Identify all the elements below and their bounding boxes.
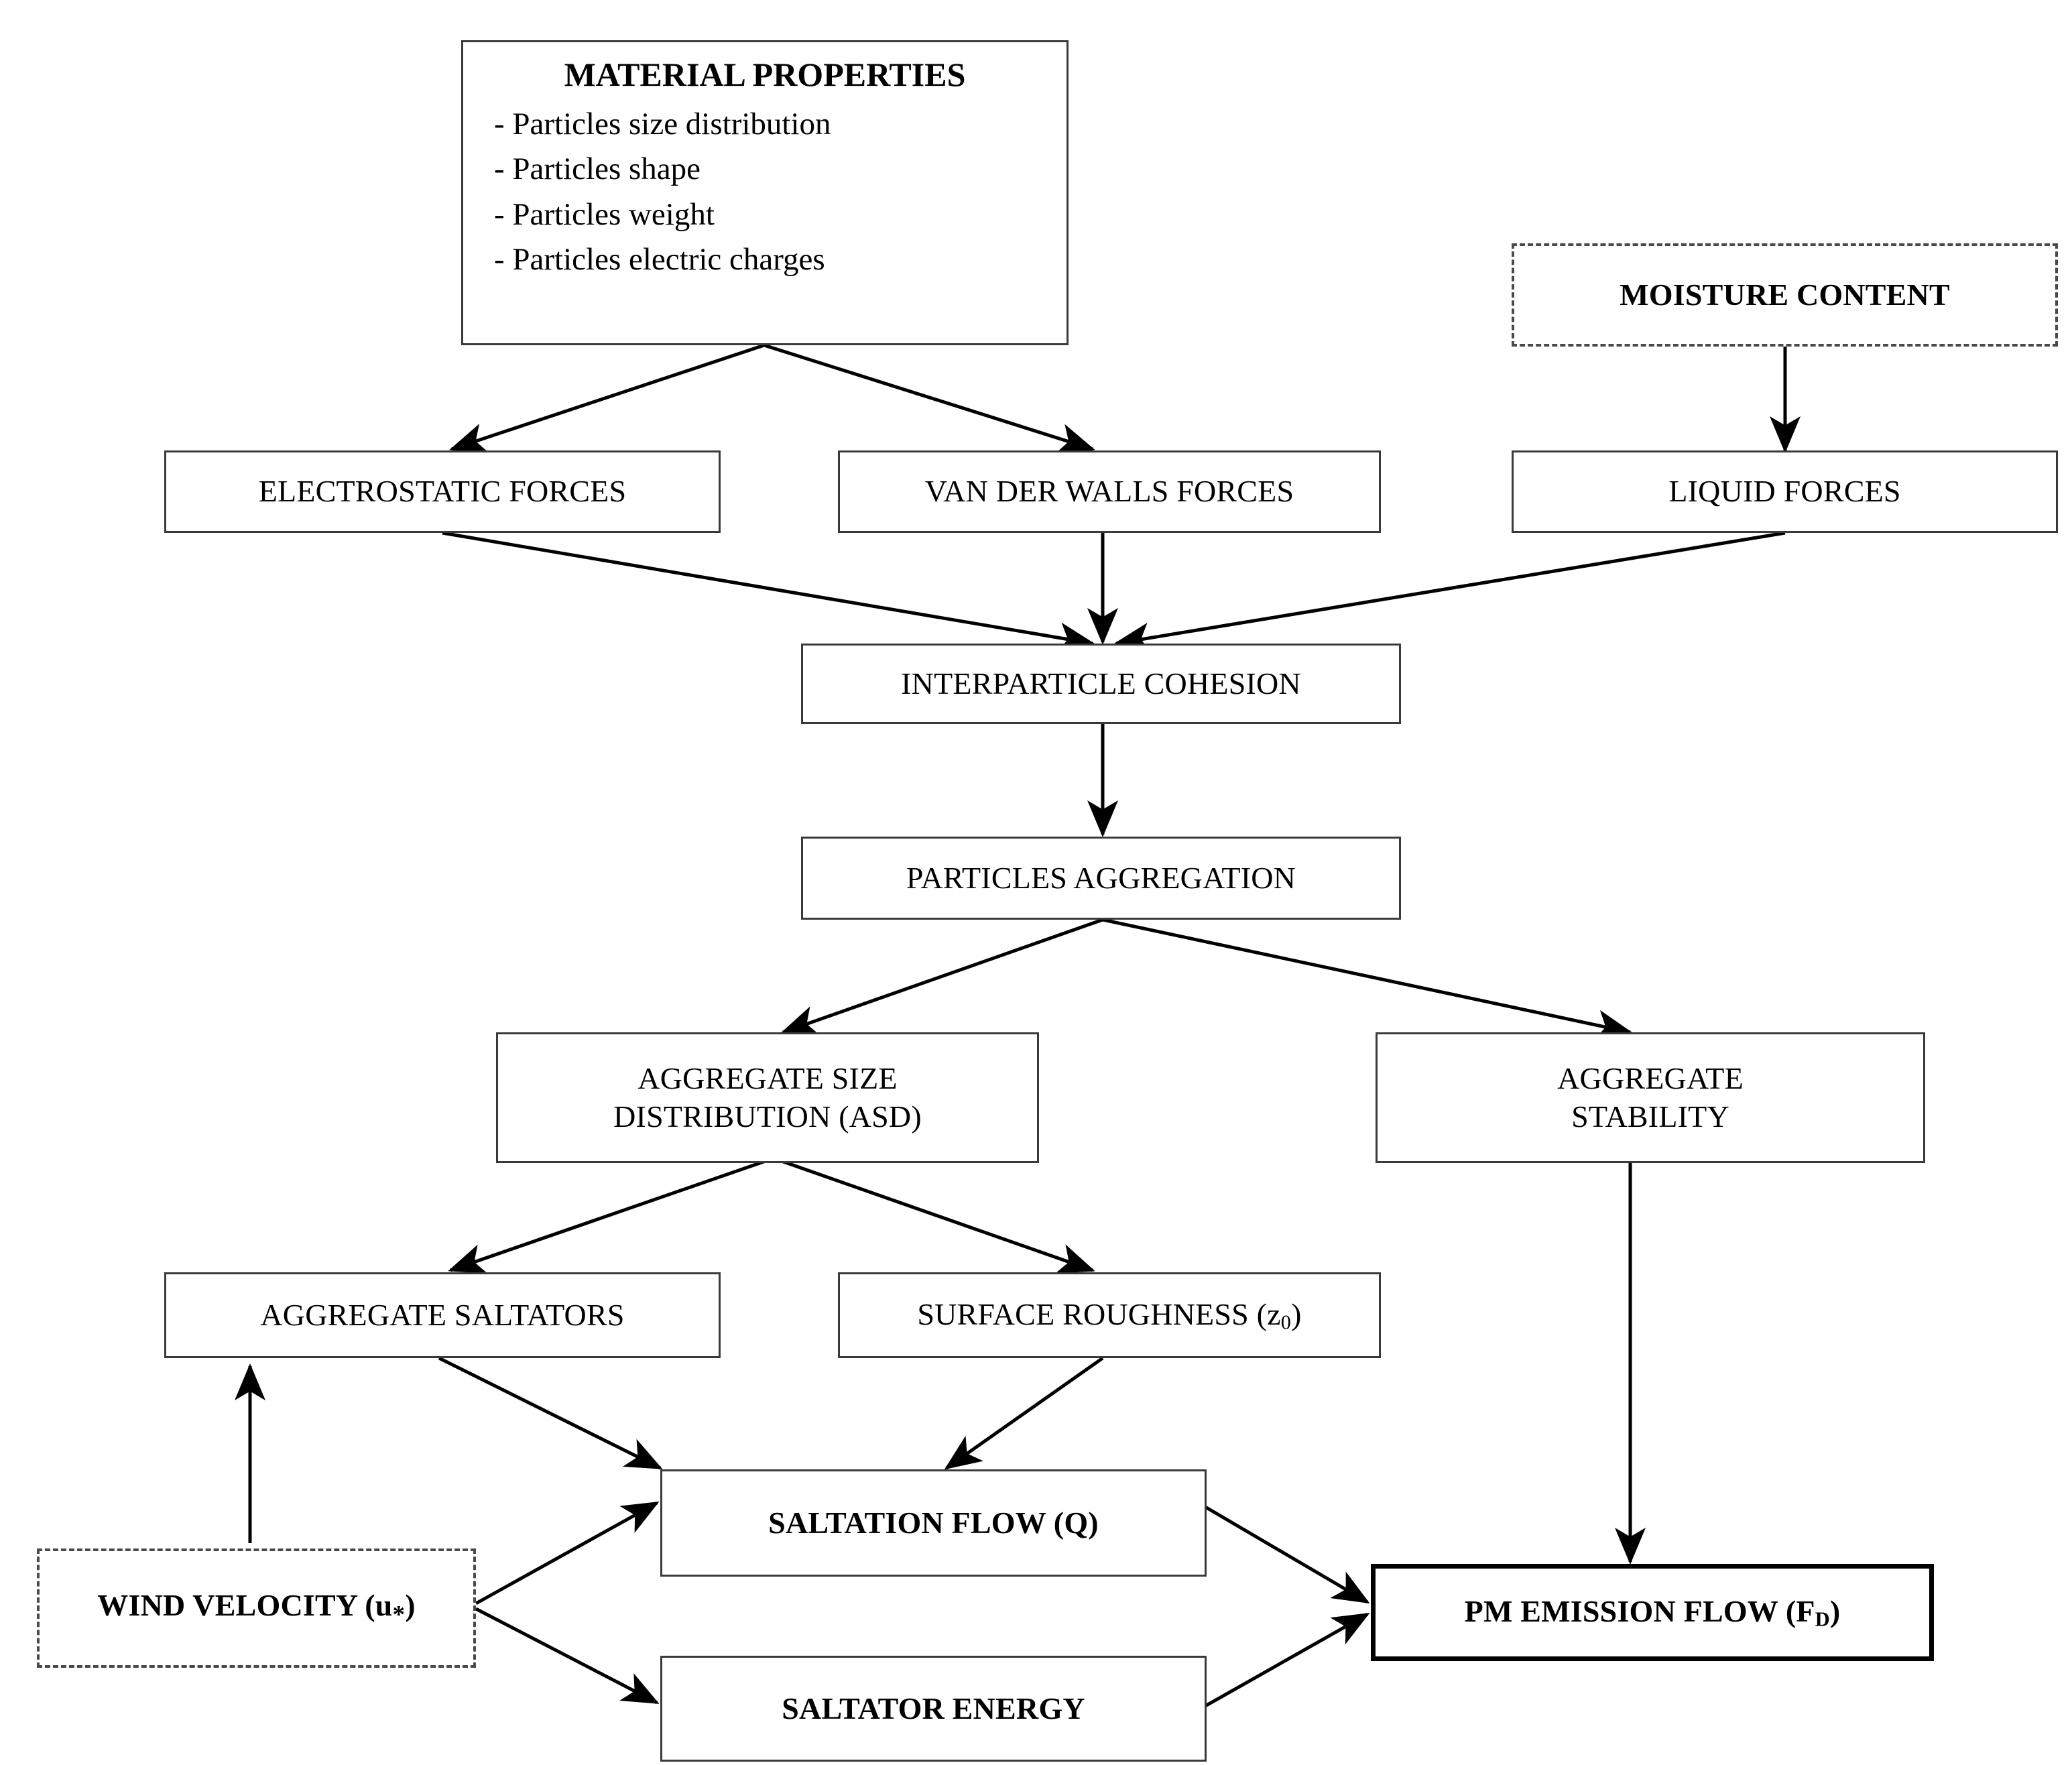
aggregate-size-distribution-line1: AGGREGATE SIZE bbox=[637, 1061, 898, 1096]
node-electrostatic-forces[interactable]: ELECTROSTATIC FORCES bbox=[164, 450, 721, 533]
aggregate-saltators-label: AGGREGATE SALTATORS bbox=[260, 1297, 625, 1332]
pm-emission-flow-text: PM EMISSION FLOW (F bbox=[1464, 1594, 1815, 1629]
edge-liquid-to-cohesion bbox=[1113, 531, 1786, 654]
liquid-forces-label: LIQUID FORCES bbox=[1668, 474, 1901, 509]
edge-asd-to-saltators bbox=[448, 1158, 770, 1274]
pm-emission-flow-subscript: D bbox=[1815, 1607, 1830, 1631]
edge-material-to-electrostatic bbox=[449, 343, 765, 453]
node-wind-velocity[interactable]: WIND VELOCITY (u*) bbox=[37, 1548, 476, 1668]
material-properties-item-4: - Particles electric charges bbox=[494, 241, 825, 277]
material-properties-item-3: - Particles weight bbox=[494, 196, 715, 232]
node-interparticle-cohesion[interactable]: INTERPARTICLE COHESION bbox=[801, 644, 1401, 724]
node-pm-emission-flow[interactable]: PM EMISSION FLOW (FD) bbox=[1371, 1564, 1934, 1661]
electrostatic-forces-label: ELECTROSTATIC FORCES bbox=[258, 474, 627, 509]
edge-wind-to-saltator-energy bbox=[475, 1607, 660, 1705]
saltator-energy-label: SALTATOR ENERGY bbox=[782, 1691, 1085, 1725]
material-properties-item-2: - Particles shape bbox=[494, 151, 701, 187]
wind-velocity-text: WIND VELOCITY (u bbox=[97, 1587, 393, 1622]
node-particles-aggregation[interactable]: PARTICLES AGGREGATION bbox=[801, 837, 1401, 920]
surface-roughness-label: SURFACE ROUGHNESS (z0) bbox=[917, 1296, 1301, 1335]
node-material-properties[interactable]: MATERIAL PROPERTIES - Particles size dis… bbox=[461, 40, 1069, 345]
edge-aggregation-to-asd bbox=[780, 918, 1103, 1036]
node-saltator-energy[interactable]: SALTATOR ENERGY bbox=[660, 1656, 1207, 1762]
interparticle-cohesion-label: INTERPARTICLE COHESION bbox=[901, 666, 1301, 701]
node-aggregate-stability[interactable]: AGGREGATE STABILITY bbox=[1376, 1032, 1925, 1163]
aggregate-size-distribution-line2: DISTRIBUTION (ASD) bbox=[613, 1099, 922, 1134]
van-der-walls-forces-label: VAN DER WALLS FORCES bbox=[924, 474, 1294, 509]
moisture-content-label: MOISTURE CONTENT bbox=[1620, 277, 1950, 312]
edge-asd-to-roughness bbox=[777, 1158, 1095, 1274]
node-saltation-flow[interactable]: SALTATION FLOW (Q) bbox=[660, 1469, 1207, 1577]
surface-roughness-text: SURFACE ROUGHNESS (z bbox=[917, 1296, 1281, 1331]
edge-roughness-to-saltation bbox=[944, 1356, 1104, 1470]
node-surface-roughness[interactable]: SURFACE ROUGHNESS (z0) bbox=[838, 1272, 1381, 1358]
node-aggregate-saltators[interactable]: AGGREGATE SALTATORS bbox=[164, 1272, 721, 1358]
material-properties-item-1: - Particles size distribution bbox=[494, 107, 831, 141]
node-aggregate-size-distribution[interactable]: AGGREGATE SIZE DISTRIBUTION (ASD) bbox=[496, 1032, 1039, 1163]
edge-saltator-energy-to-pm bbox=[1204, 1612, 1370, 1708]
edge-saltation-to-pm bbox=[1204, 1505, 1370, 1604]
edge-aggregation-to-stability bbox=[1102, 918, 1633, 1040]
pm-emission-flow-label: PM EMISSION FLOW (FD) bbox=[1465, 1593, 1841, 1632]
material-properties-title: MATERIAL PROPERTIES bbox=[564, 56, 966, 93]
surface-roughness-subscript: 0 bbox=[1280, 1311, 1292, 1334]
edge-wind-to-saltation bbox=[475, 1501, 660, 1605]
wind-velocity-subscript: * bbox=[392, 1600, 406, 1628]
surface-roughness-paren: ) bbox=[1291, 1296, 1302, 1331]
edge-electrostatic-to-cohesion bbox=[442, 531, 1095, 654]
particles-aggregation-label: PARTICLES AGGREGATION bbox=[906, 860, 1296, 895]
pm-emission-flow-paren: ) bbox=[1829, 1594, 1841, 1629]
node-moisture-content[interactable]: MOISTURE CONTENT bbox=[1512, 243, 2058, 347]
node-liquid-forces[interactable]: LIQUID FORCES bbox=[1512, 450, 2058, 533]
aggregate-stability-line2: STABILITY bbox=[1571, 1099, 1729, 1134]
saltation-flow-label: SALTATION FLOW (Q) bbox=[768, 1505, 1099, 1540]
aggregate-stability-line1: AGGREGATE bbox=[1557, 1061, 1744, 1096]
node-van-der-walls-forces[interactable]: VAN DER WALLS FORCES bbox=[838, 450, 1381, 533]
edge-saltators-to-saltation bbox=[438, 1356, 663, 1470]
edge-material-to-vanderwalls bbox=[764, 343, 1095, 454]
wind-velocity-label: WIND VELOCITY (u*) bbox=[97, 1587, 415, 1630]
wind-velocity-paren: ) bbox=[405, 1587, 416, 1622]
